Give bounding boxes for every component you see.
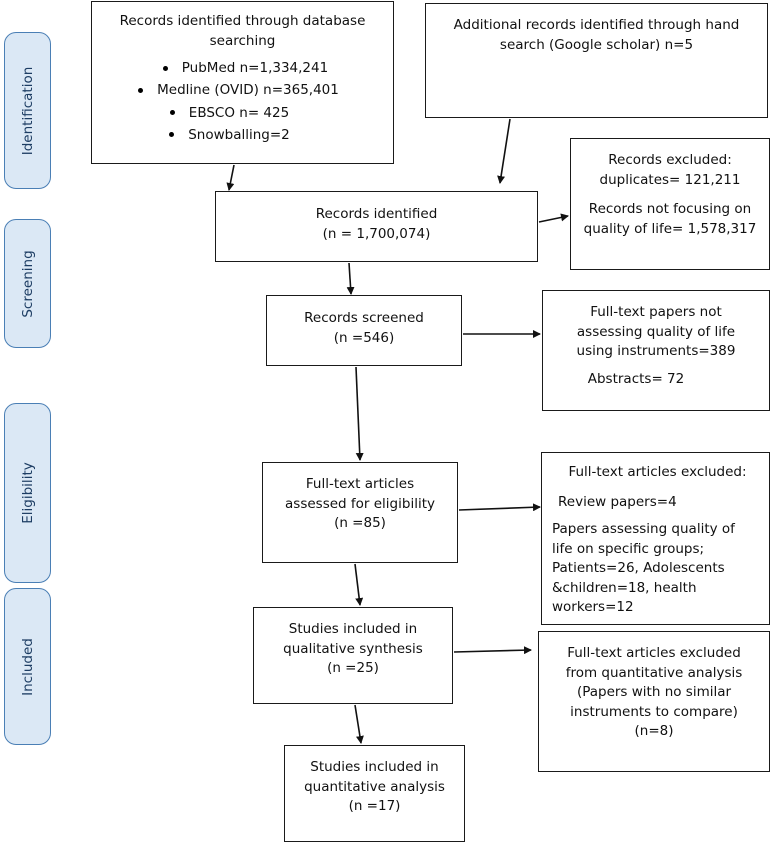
stage-eligibility: Eligibility	[4, 403, 51, 583]
arrow-hand-to-identified	[497, 118, 511, 184]
database-search-title-2: searching	[209, 32, 276, 49]
records-screened-box: Records screened (n =546)	[266, 295, 462, 366]
quantitative-line-1: Studies included in	[310, 759, 439, 775]
records-screened-line-2: (n =546)	[333, 329, 395, 346]
bullet-icon	[169, 132, 175, 138]
eligibility-excluded-box: Full-text articles excluded: Review pape…	[541, 452, 770, 625]
records-screened-line-1: Records screened	[304, 310, 424, 326]
stage-identification: Identification	[4, 32, 51, 189]
records-excluded-line-2: duplicates= 121,211	[599, 171, 741, 188]
qualitative-line-3: (n =25)	[327, 660, 379, 677]
arrow-qualitative-to-excluded	[453, 646, 532, 655]
quantitative-line-3: (n =17)	[348, 798, 401, 815]
screening-excluded-line-3: using instruments=389	[576, 343, 736, 360]
arrow-identified-to-excluded	[538, 213, 569, 223]
eligibility-assessed-box: Full-text articles assessed for eligibil…	[262, 462, 458, 563]
screening-excluded-box: Full-text papers not assessing quality o…	[542, 290, 770, 411]
quantitative-excluded-line-4: instruments to compare)	[570, 703, 738, 720]
database-item: PubMed n=1,334,241	[98, 57, 393, 79]
screening-excluded-line-4: Abstracts= 72	[587, 370, 685, 387]
quantitative-excluded-line-5: (n=8)	[634, 723, 674, 740]
records-excluded-box: Records excluded: duplicates= 121,211 Re…	[570, 138, 770, 270]
hand-search-line-1: Additional records identified through ha…	[453, 17, 740, 33]
database-item: Snowballing=2	[66, 124, 393, 146]
eligibility-excluded-line-1: Papers assessing quality of	[552, 521, 735, 538]
eligibility-excluded-title: Full-text articles excluded:	[568, 464, 747, 480]
arrow-identified-to-screened	[346, 262, 355, 295]
eligibility-assessed-line-3: (n =85)	[334, 515, 386, 532]
eligibility-assessed-line-2: assessed for eligibility	[285, 495, 435, 512]
qualitative-line-1: Studies included in	[288, 621, 418, 637]
arrow-screened-to-assessed	[355, 366, 364, 461]
screening-excluded-line-1: Full-text papers not	[590, 304, 722, 320]
stage-identification-label: Identification	[19, 66, 36, 155]
arrow-assessed-to-excluded	[458, 503, 541, 512]
stage-screening-label: Screening	[19, 249, 36, 318]
arrow-assessed-to-qualitative	[354, 563, 364, 606]
database-item: EBSCO n= 425	[66, 102, 393, 124]
eligibility-assessed-line-1: Full-text articles	[305, 476, 415, 492]
eligibility-excluded-line-4: &children=18, health	[552, 579, 697, 596]
eligibility-excluded-line-2: life on specific groups;	[552, 540, 705, 557]
qualitative-line-2: qualitative synthesis	[283, 640, 423, 657]
stage-included: Included	[4, 588, 51, 745]
quantitative-excluded-box: Full-text articles excluded from quantit…	[538, 631, 770, 772]
quantitative-analysis-box: Studies included in quantitative analysi…	[284, 745, 465, 842]
bullet-icon	[169, 110, 175, 116]
bullet-icon	[162, 65, 168, 71]
records-identified-line-1: Records identified	[315, 206, 438, 222]
database-item: Medline (OVID) n=365,401	[84, 79, 393, 101]
stage-eligibility-label: Eligibility	[19, 462, 36, 524]
quantitative-excluded-line-3: (Papers with no similar	[576, 684, 732, 701]
arrow-qualitative-to-quantitative	[354, 704, 364, 744]
eligibility-excluded-line-5: workers=12	[552, 599, 634, 616]
quantitative-excluded-line-2: from quantitative analysis	[565, 664, 743, 681]
database-search-title-1: Records identified through database	[119, 13, 366, 29]
database-list: PubMed n=1,334,241 Medline (OVID) n=365,…	[92, 57, 393, 146]
bullet-icon	[138, 87, 144, 93]
screening-excluded-line-2: assessing quality of life	[576, 323, 736, 340]
arrow-db-to-identified	[226, 164, 235, 191]
stage-screening: Screening	[4, 219, 51, 348]
database-search-box: Records identified through database sear…	[91, 1, 394, 164]
eligibility-excluded-line-3: Patients=26, Adolescents	[552, 560, 725, 577]
quantitative-excluded-line-1: Full-text articles excluded	[567, 645, 741, 661]
hand-search-box: Additional records identified through ha…	[425, 3, 768, 118]
records-excluded-line-4: quality of life= 1,578,317	[583, 220, 757, 237]
records-identified-line-2: (n = 1,700,074)	[322, 225, 431, 242]
quantitative-line-2: quantitative analysis	[304, 778, 445, 795]
records-excluded-line-3: Records not focusing on	[588, 201, 752, 218]
hand-search-line-2: search (Google scholar) n=5	[499, 36, 694, 53]
eligibility-excluded-review: Review papers=4	[558, 493, 677, 510]
qualitative-synthesis-box: Studies included in qualitative synthesi…	[253, 607, 453, 704]
records-excluded-line-1: Records excluded:	[608, 152, 732, 168]
stage-included-label: Included	[19, 637, 36, 696]
records-identified-box: Records identified (n = 1,700,074)	[215, 191, 538, 262]
